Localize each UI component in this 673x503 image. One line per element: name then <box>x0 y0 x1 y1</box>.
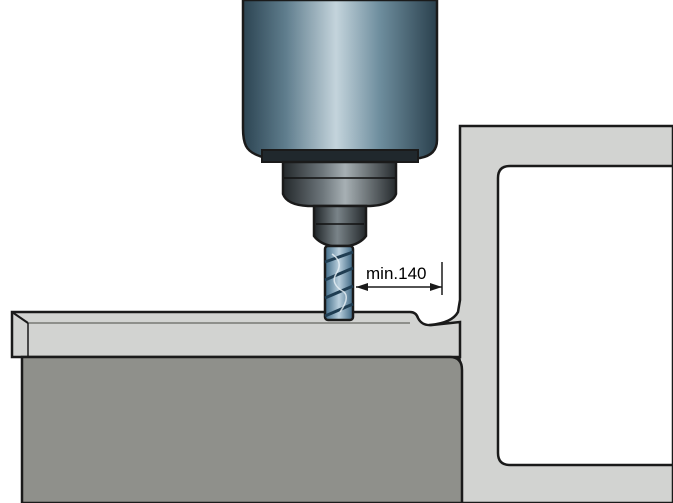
dimension-label: min.140 <box>366 264 426 283</box>
workpiece-flange <box>10 310 462 359</box>
clearance-dimension: min.140 <box>356 262 443 295</box>
end-mill-cutter-icon <box>323 244 355 322</box>
wall-cutout <box>496 164 673 467</box>
workpiece-wall <box>428 124 673 503</box>
workpiece-body <box>20 355 464 503</box>
machine-spindle-icon <box>241 0 439 248</box>
